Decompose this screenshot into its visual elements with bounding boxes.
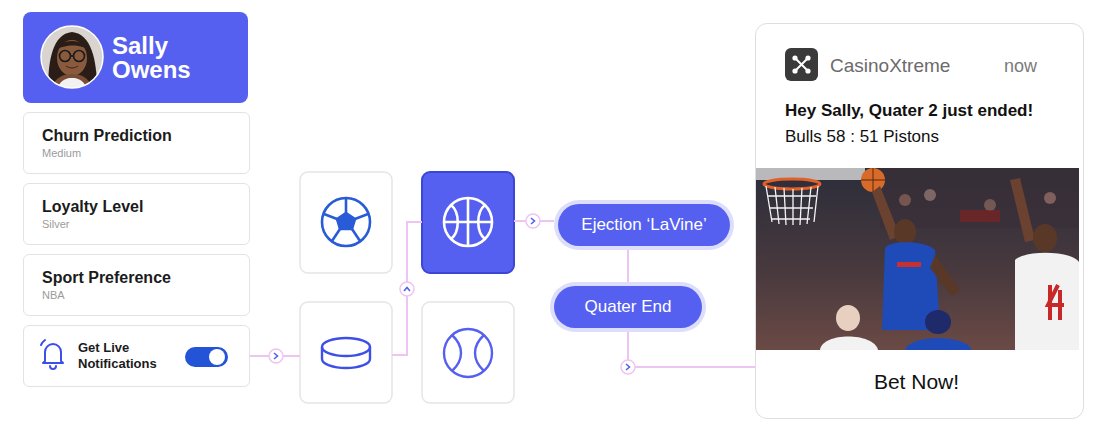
connector-line bbox=[628, 332, 755, 367]
cta-button: Bet Now! bbox=[756, 370, 1077, 394]
push-notification: CasinoXtreme nowHey Sally, Quater 2 just … bbox=[755, 23, 1084, 419]
connector-line bbox=[627, 250, 629, 282]
event-pill: Quater End bbox=[554, 286, 702, 328]
flow-marker bbox=[400, 282, 414, 296]
soccer-box bbox=[300, 172, 392, 273]
flow-marker bbox=[526, 214, 540, 228]
avatar-ring bbox=[41, 26, 103, 88]
timestamp: now bbox=[1004, 56, 1037, 77]
toggle-switch bbox=[185, 347, 228, 367]
event-label: Ejection ‘LaVine’ bbox=[581, 215, 706, 235]
basketball-icon bbox=[444, 198, 492, 246]
setting-label: Get Live Notifications bbox=[78, 340, 178, 372]
puck-box bbox=[300, 302, 392, 403]
attribute-box: Sport PreferenceNBA bbox=[23, 254, 250, 316]
profile-card: Sally Owens bbox=[23, 12, 248, 103]
flow-marker bbox=[269, 349, 283, 363]
flow-wire bbox=[250, 221, 554, 356]
attribute-title: Sport Preference bbox=[42, 269, 171, 287]
puck-icon bbox=[322, 338, 370, 368]
tennis-icon bbox=[444, 329, 492, 377]
message-title: Hey Sally, Quater 2 just ended! bbox=[785, 101, 1033, 121]
notification-setting: Get Live Notifications bbox=[23, 325, 250, 387]
basketball-box bbox=[422, 172, 514, 273]
app-logo bbox=[785, 48, 818, 81]
user-name: Sally Owens bbox=[112, 34, 232, 82]
attribute-value: NBA bbox=[42, 289, 65, 301]
score-line: Bulls 58 : 51 Pistons bbox=[785, 127, 939, 147]
attribute-value: Medium bbox=[42, 147, 81, 159]
attribute-box: Loyalty LevelSilver bbox=[23, 183, 250, 245]
arrow-marker bbox=[621, 360, 635, 374]
attribute-box: Churn PredictionMedium bbox=[23, 112, 250, 174]
app-name: CasinoXtreme bbox=[830, 55, 950, 77]
bell-icon bbox=[41, 340, 63, 369]
avatar bbox=[41, 26, 103, 92]
attribute-value: Silver bbox=[42, 218, 70, 230]
attribute-title: Loyalty Level bbox=[42, 198, 143, 216]
event-label: Quater End bbox=[585, 297, 672, 317]
event-pill: Ejection ‘LaVine’ bbox=[558, 204, 730, 246]
game-photo bbox=[755, 168, 1079, 350]
flow-connector bbox=[621, 332, 755, 374]
profile-fill bbox=[23, 12, 248, 103]
attribute-title: Churn Prediction bbox=[42, 127, 172, 145]
tennis-box bbox=[422, 302, 514, 403]
soccer-icon bbox=[322, 198, 370, 246]
flow-connector bbox=[628, 250, 629, 282]
